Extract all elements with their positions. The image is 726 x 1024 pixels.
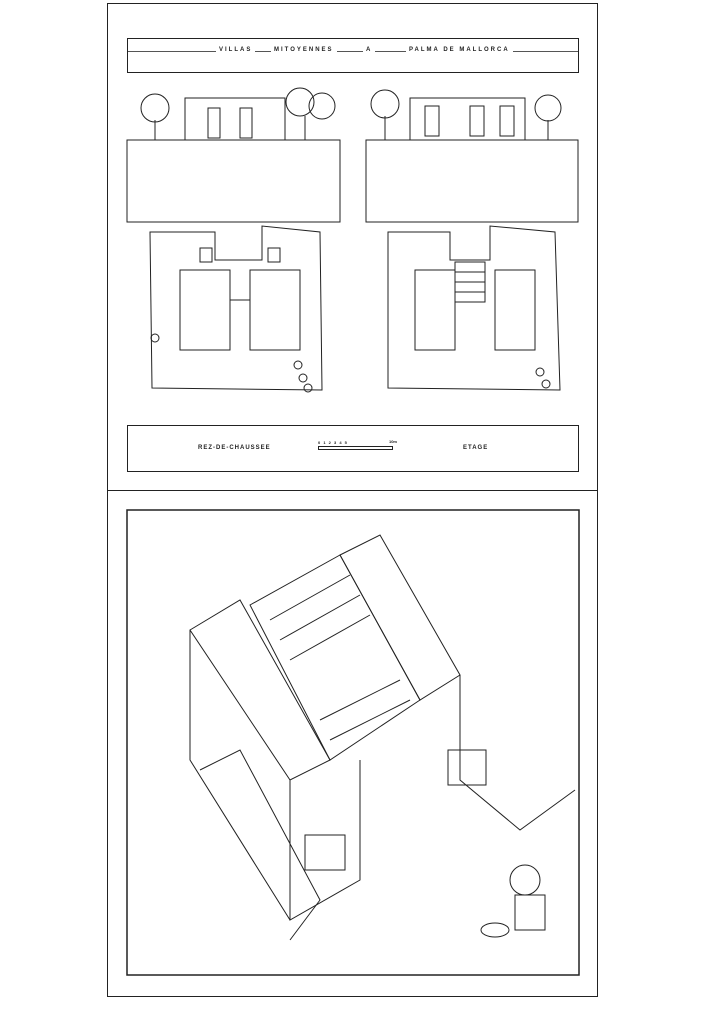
plan-upper-floor	[387, 225, 561, 391]
label-ground-floor: REZ-DE-CHAUSSEE	[198, 445, 271, 451]
title-box: VILLAS MITOYENNES A PALMA DE MALLORCA	[127, 38, 579, 73]
plan-ground-floor	[149, 225, 323, 393]
elevation-right	[365, 89, 579, 223]
sheet-outer-frame	[107, 3, 598, 997]
elevation-left	[126, 87, 341, 223]
scale-bar: 0 1 2 3 4 5 10m	[318, 439, 397, 450]
sheet-divider	[107, 490, 598, 491]
label-upper-floor: ETAGE	[463, 445, 489, 451]
title-palma: PALMA DE MALLORCA	[406, 47, 513, 53]
title-a: A	[363, 47, 376, 53]
scale-bar-ticks: 0 1 2 3 4 5	[318, 440, 348, 445]
axonometric-view	[126, 509, 580, 976]
title-mitoyennes: MITOYENNES	[271, 47, 337, 53]
plan-label-box: REZ-DE-CHAUSSEE 0 1 2 3 4 5 10m ETAGE	[127, 425, 579, 472]
scale-bar-end: 10m	[388, 439, 397, 444]
title-villas: VILLAS	[216, 47, 256, 53]
